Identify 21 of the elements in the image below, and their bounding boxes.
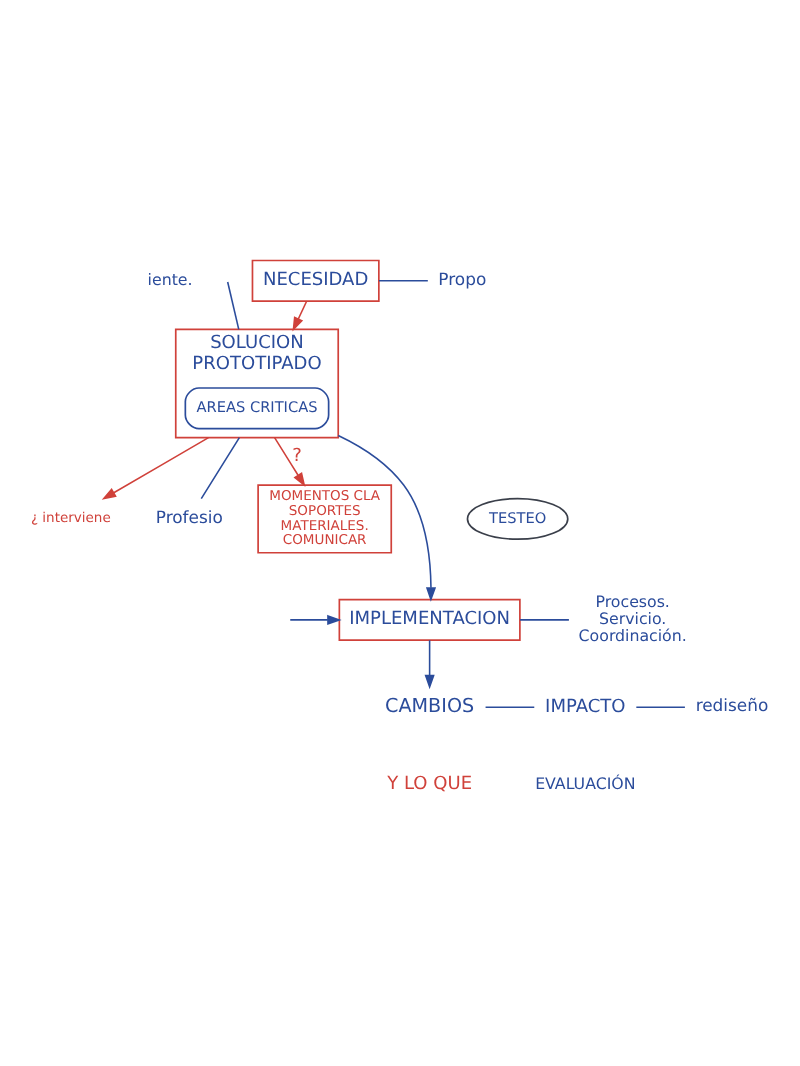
connector xyxy=(519,619,570,621)
arrow xyxy=(289,614,342,625)
connector xyxy=(378,280,429,282)
node-box: NECESIDAD xyxy=(251,259,380,302)
node-text: rediseño xyxy=(695,695,769,716)
node-box: IMPLEMENTACION xyxy=(338,598,521,642)
connector xyxy=(226,281,240,331)
node-text: Profesio xyxy=(155,506,223,527)
connector xyxy=(484,706,536,709)
node-text: CAMBIOS xyxy=(385,695,475,718)
arrow xyxy=(101,436,210,500)
arrow xyxy=(273,436,306,487)
node-text: Propo xyxy=(438,268,487,289)
label: Y LO QUE xyxy=(387,775,473,796)
arrow xyxy=(292,300,308,332)
arrow xyxy=(337,434,437,602)
node-text: IMPACTO xyxy=(545,697,626,718)
arrow xyxy=(424,639,435,690)
edge-label: ? xyxy=(292,447,302,468)
connector xyxy=(200,436,241,500)
connector xyxy=(635,706,686,709)
